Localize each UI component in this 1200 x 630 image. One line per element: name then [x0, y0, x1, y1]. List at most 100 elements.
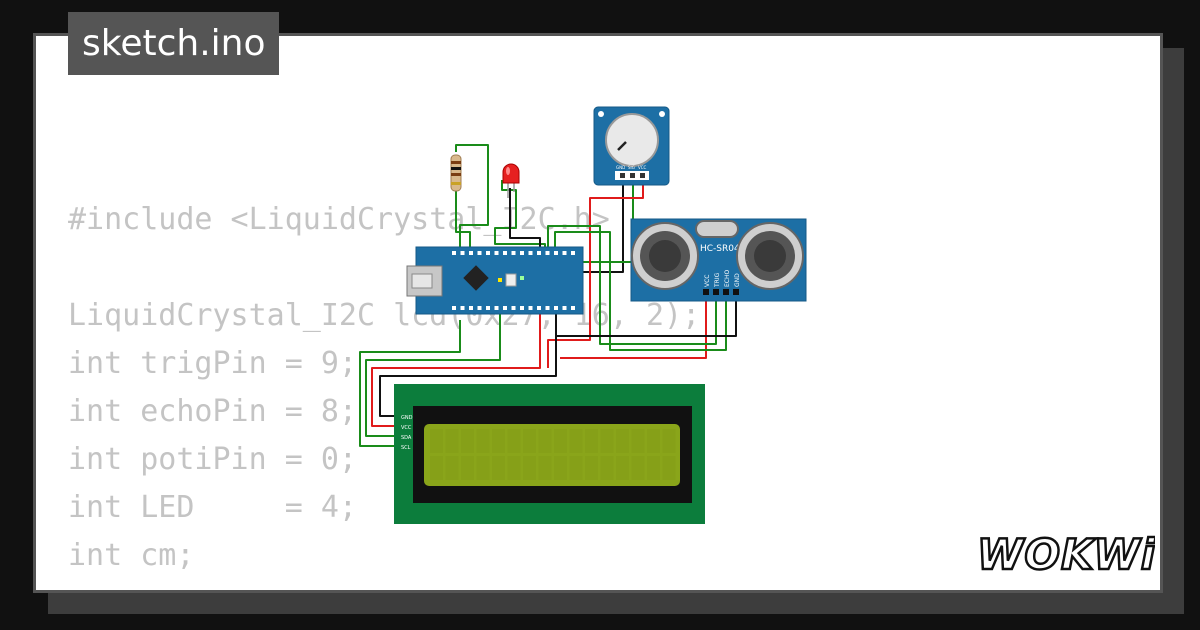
- filename-tab: sketch.ino: [68, 12, 280, 75]
- lcd-char-cell: [492, 429, 505, 453]
- nano-pin[interactable]: [452, 306, 456, 310]
- nano-pin[interactable]: [528, 306, 533, 310]
- pot-pin[interactable]: [640, 173, 645, 178]
- lcd-display[interactable]: GND VCC SDA SCL: [394, 384, 705, 524]
- nano-pin[interactable]: [511, 306, 516, 310]
- lcd-char-cell: [461, 456, 474, 480]
- code-line: #include <LiquidCrystal_I2C.h>: [68, 202, 610, 237]
- lcd-char-cell: [492, 456, 505, 480]
- lcd-char-cell: [554, 429, 567, 453]
- nano-pin[interactable]: [520, 306, 524, 310]
- lcd-char-cell: [569, 456, 583, 480]
- lcd-char-cell: [445, 429, 459, 453]
- lcd-char-cell: [585, 456, 598, 480]
- lcd-char-cell: [647, 456, 660, 480]
- nano-pin[interactable]: [528, 251, 533, 255]
- nano-reset-button[interactable]: [505, 273, 517, 287]
- nano-pin[interactable]: [494, 251, 499, 255]
- lcd-char-cell: [476, 456, 490, 480]
- lcd-char-cell: [538, 456, 552, 480]
- nano-pin[interactable]: [477, 306, 482, 310]
- sensor-pin[interactable]: [723, 289, 729, 295]
- nano-pin[interactable]: [545, 251, 550, 255]
- sensor-model-label: HC-SR04: [700, 244, 740, 254]
- lcd-char-grid: [430, 429, 676, 480]
- nano-pin[interactable]: [494, 306, 499, 310]
- wokwi-logo: WOKWi: [976, 529, 1155, 580]
- nano-pin[interactable]: [503, 251, 507, 255]
- lcd-char-cell: [554, 456, 567, 480]
- nano-pin[interactable]: [554, 251, 558, 255]
- ultrasonic-sensor[interactable]: HC-SR04 VCC TRIG ECHO GND: [630, 218, 807, 302]
- wire-green: [554, 231, 727, 351]
- pot-hole: [659, 111, 665, 117]
- wires: [359, 144, 737, 447]
- pot-pin-label: GND: [616, 165, 625, 170]
- wire-red: [560, 290, 707, 359]
- lcd-char-cell: [507, 456, 521, 480]
- wire-green: [359, 320, 461, 447]
- lcd-char-cell: [647, 429, 660, 453]
- wire-black: [379, 310, 557, 417]
- pot-pin-label: SIG: [628, 165, 635, 170]
- lcd-char-cell: [662, 456, 676, 480]
- lcd-char-cell: [585, 429, 598, 453]
- nano-pin[interactable]: [537, 306, 541, 310]
- nano-pin[interactable]: [511, 251, 516, 255]
- nano-pin[interactable]: [520, 251, 524, 255]
- arduino-nano[interactable]: [406, 246, 584, 315]
- led-dome: [502, 163, 520, 184]
- red-led[interactable]: [502, 163, 520, 198]
- sensor-transducer-left-center: [649, 240, 681, 272]
- nano-pin[interactable]: [562, 306, 567, 310]
- nano-pin[interactable]: [469, 251, 473, 255]
- sensor-pin-label: ECHO: [724, 270, 731, 287]
- wire-red: [547, 178, 644, 368]
- nano-pin[interactable]: [469, 306, 473, 310]
- resistor[interactable]: [450, 154, 462, 192]
- nano-pin-row-top: [452, 251, 575, 255]
- nano-pin[interactable]: [562, 251, 567, 255]
- lcd-pin-label: VCC: [401, 425, 412, 431]
- sensor-crystal: [695, 220, 739, 238]
- code-line: int cm;: [68, 538, 195, 573]
- nano-pin[interactable]: [452, 251, 456, 255]
- resistor-band: [451, 167, 461, 170]
- pot-knob[interactable]: [605, 113, 659, 167]
- nano-pin[interactable]: [537, 251, 541, 255]
- resistor-band: [451, 161, 461, 164]
- pot-pin[interactable]: [620, 173, 625, 178]
- wire-green: [455, 190, 471, 250]
- pot-pin[interactable]: [630, 173, 635, 178]
- nano-pin[interactable]: [545, 306, 550, 310]
- nano-pin[interactable]: [503, 306, 507, 310]
- lcd-char-cell: [523, 456, 536, 480]
- sensor-pin-label: VCC: [704, 275, 711, 287]
- code-line: int LED = 4;: [68, 490, 357, 525]
- lcd-char-cell: [662, 429, 676, 453]
- lcd-char-cell: [430, 456, 443, 480]
- resistor-band: [451, 173, 461, 176]
- lcd-char-cell: [445, 456, 459, 480]
- sensor-pin-label: TRIG: [714, 272, 721, 288]
- nano-pin[interactable]: [571, 306, 575, 310]
- nano-pin[interactable]: [554, 306, 558, 310]
- nano-pin[interactable]: [486, 306, 490, 310]
- nano-pin[interactable]: [460, 251, 465, 255]
- nano-pin[interactable]: [571, 251, 575, 255]
- wire-black: [570, 178, 624, 273]
- potentiometer[interactable]: GND SIG VCC: [593, 106, 670, 186]
- nano-pin[interactable]: [486, 251, 490, 255]
- sensor-pin[interactable]: [713, 289, 719, 295]
- nano-pin[interactable]: [477, 251, 482, 255]
- sensor-pin[interactable]: [703, 289, 709, 295]
- nano-pin[interactable]: [460, 306, 465, 310]
- lcd-pin-label: SDA: [401, 435, 412, 441]
- sensor-pin[interactable]: [733, 289, 739, 295]
- lcd-char-cell: [600, 429, 614, 453]
- nano-pin-row-bottom: [452, 306, 575, 310]
- wire-green: [455, 144, 489, 250]
- wire-red: [371, 310, 541, 427]
- pot-pin-label: VCC: [638, 165, 647, 170]
- led-highlight: [506, 167, 510, 175]
